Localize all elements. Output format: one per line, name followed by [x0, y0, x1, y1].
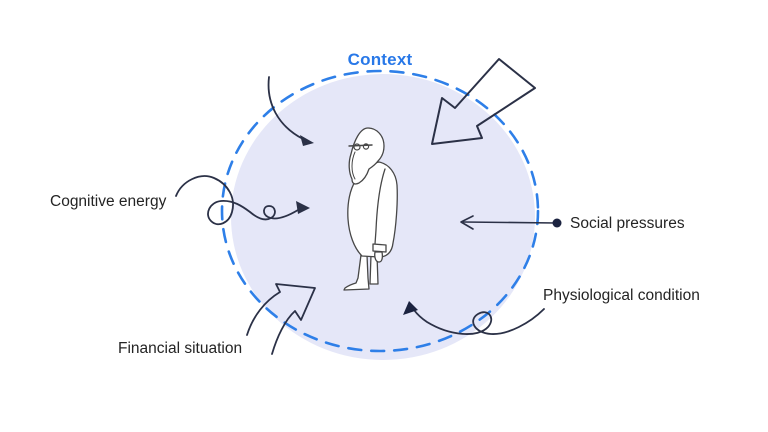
context-title: Context: [347, 50, 413, 69]
big-external-pressure-arrow: [431, 58, 536, 145]
person-figure: [343, 127, 398, 291]
factor-label-physiological-condition: Physiological condition: [543, 287, 700, 304]
context-boundary-dashed-border: [220, 69, 540, 353]
glasses-icon: [348, 143, 373, 151]
financial-situation-hollow-arrow: [246, 283, 316, 355]
factor-label-social-pressures: Social pressures: [570, 215, 685, 232]
factor-label-financial-situation: Financial situation: [118, 340, 243, 357]
physiological-condition-loop-arrow: [403, 301, 545, 335]
curved-inflow-arrow: [267, 76, 314, 146]
social-pressures-arrow: [460, 215, 562, 230]
factor-label-cognitive-energy: Cognitive energy: [50, 193, 167, 210]
cognitive-energy-squiggle-arrow: [175, 175, 310, 226]
